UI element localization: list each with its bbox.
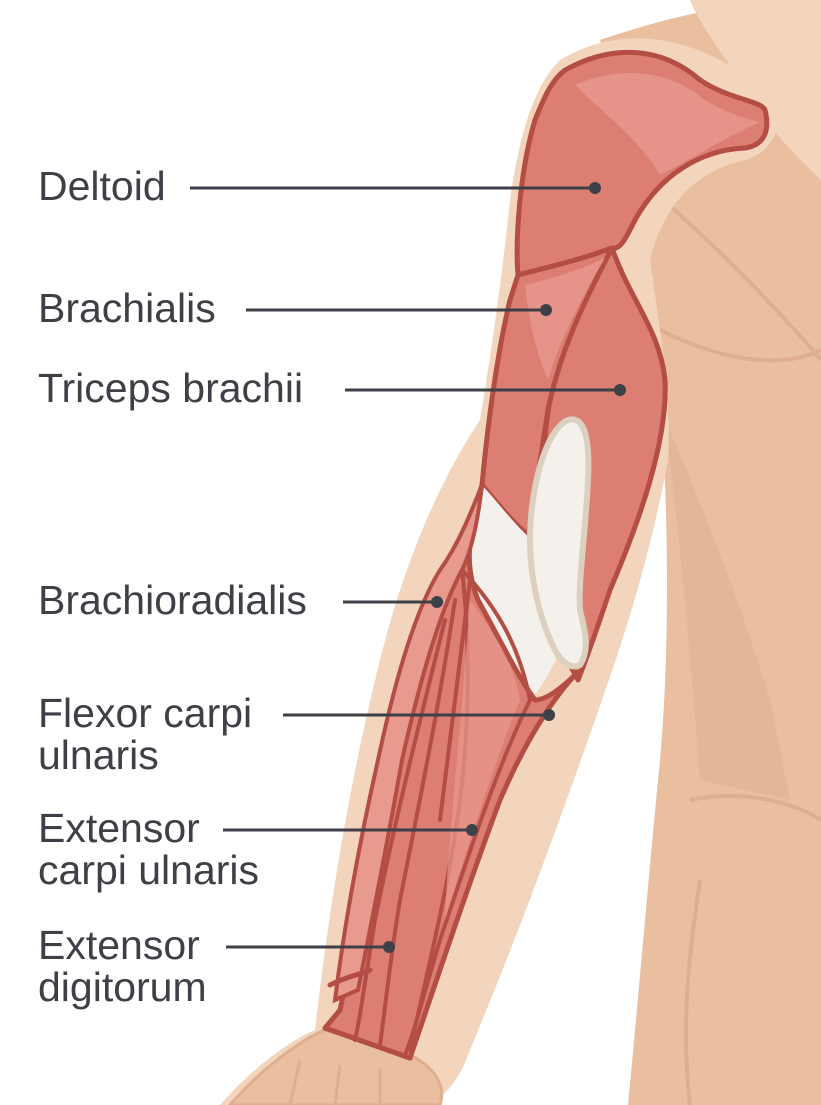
deltoid-highlight [575,73,760,175]
label-brachioradialis-text: Brachioradialis [38,577,307,623]
label-brachialis-text: Brachialis [38,285,216,331]
label-brachioradialis: Brachioradialis [38,579,307,621]
leader-flexor-carpi-ulnaris [283,709,555,721]
leader-triceps [345,384,626,396]
olecranon-bone [526,416,592,670]
torso-shade [665,420,790,800]
leader-brachioradialis [343,596,443,608]
label-ecu-line-1: Extensor [38,805,200,851]
label-ed-line-2: digitorum [38,964,207,1010]
label-brachialis: Brachialis [38,287,216,329]
label-deltoid-text: Deltoid [38,163,166,209]
brachialis-highlight [525,258,605,380]
label-flexor-line-2: ulnaris [38,732,159,778]
leader-brachialis [246,304,552,316]
leader-extensor-carpi-ulnaris [223,824,478,836]
brachioradialis-muscle [332,484,484,1004]
chest-contour [638,178,821,1105]
label-extensor-carpi-ulnaris: Extensor carpi ulnaris [38,807,259,891]
label-deltoid: Deltoid [38,165,166,207]
leader-extensor-digitorum [226,941,395,953]
label-flexor-line-1: Flexor carpi [38,690,253,736]
label-triceps-text: Triceps brachii [38,365,304,411]
label-triceps-brachii: Triceps brachii [38,367,303,409]
label-flexor-carpi-ulnaris: Flexor carpi ulnaris [38,692,252,776]
elbow-tendon [465,485,556,700]
hand-lines [288,1059,382,1105]
forearm-highlight [445,600,520,920]
label-ecu-line-2: carpi ulnaris [38,847,260,893]
label-extensor-digitorum: Extensor digitorum [38,924,207,1008]
wrist-band [322,967,413,1061]
leader-deltoid [190,182,601,194]
label-ed-line-1: Extensor [38,922,200,968]
